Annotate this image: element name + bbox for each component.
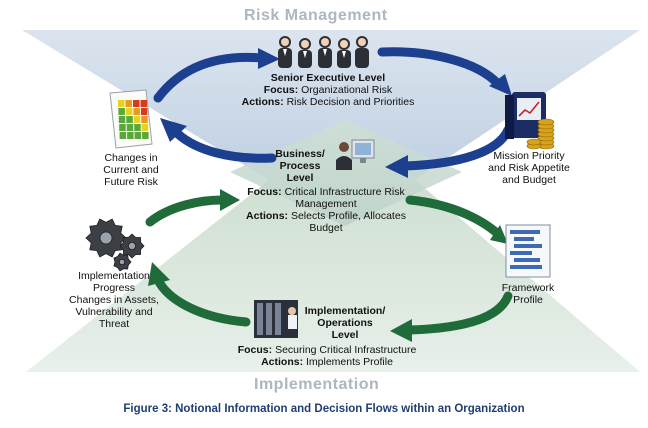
- senior-executive-block: Senior Executive Level Focus: Organizati…: [238, 72, 418, 108]
- heatmap-cell: [141, 116, 148, 123]
- heatmap-cell: [118, 108, 125, 115]
- business-process-details: Focus: Critical Infrastructure Risk Mana…: [226, 186, 426, 234]
- implementation-focus: Focus: Securing Critical Infrastructure: [237, 344, 417, 356]
- arrow-to-operations-head: [390, 319, 412, 342]
- arrow-to-framework: [405, 195, 503, 239]
- arrow-to-progress: [153, 275, 251, 327]
- heatmap-cell: [133, 108, 140, 115]
- heatmap-cell: [118, 100, 125, 107]
- senior-actions: Actions: Risk Decision and Priorities: [241, 96, 415, 108]
- arrow-to-business: [400, 125, 513, 171]
- implementation-operations-title: Implementation/ Operations Level: [304, 305, 386, 341]
- risk-heatmap-document-icon: [109, 89, 153, 149]
- heatmap-cell: [125, 108, 133, 115]
- arrow-to-changes-risk: [173, 129, 277, 163]
- arrow-to-framework-head: [490, 225, 508, 244]
- arrow-to-business-green-head: [220, 189, 240, 211]
- heatmap-cell: [118, 116, 126, 123]
- gear-shape: [119, 233, 145, 259]
- framework-profile-label: Framework Profile: [501, 282, 555, 306]
- heatmap-cell: [125, 100, 132, 107]
- arrow-to-business-head: [385, 155, 408, 178]
- financial-binder-coins-icon: [505, 92, 555, 150]
- heatmap-cell: [127, 132, 134, 139]
- heatmap-cell: [119, 132, 127, 139]
- heatmap-cell: [119, 124, 126, 131]
- business-process-title: Business/ Process Level: [275, 148, 325, 184]
- senior-focus: Focus: Organizational Risk: [263, 84, 393, 96]
- heatmap-cell: [141, 124, 149, 131]
- gear-shape: [85, 218, 127, 258]
- business-person-computer-icon: [336, 139, 375, 170]
- arrow-to-mission-head: [489, 74, 512, 96]
- arrow-to-mission: [377, 47, 503, 89]
- heatmap-cell: [134, 124, 141, 131]
- heatmap-cell: [126, 116, 133, 123]
- heatmap-cell: [140, 100, 147, 107]
- heatmap-cell: [126, 124, 134, 131]
- business-process-diamond: [230, 120, 462, 226]
- server-room-technician-icon: [254, 300, 298, 338]
- changes-in-risk-label: Changes in Current and Future Risk: [103, 152, 159, 188]
- heatmap-cell: [134, 132, 142, 139]
- heatmap-cell: [140, 108, 148, 115]
- implementation-title: Implementation: [254, 376, 380, 393]
- implementation-progress-label: Implementation Progress Changes in Asset…: [69, 270, 159, 330]
- arrow-to-senior: [153, 52, 267, 103]
- arrow-to-operations: [405, 291, 513, 335]
- risk-management-title: Risk Management: [244, 7, 388, 24]
- gears-icon: [85, 218, 145, 272]
- heatmap-cell: [133, 100, 140, 107]
- arrow-to-changes-risk-head: [160, 118, 187, 142]
- implementation-details: Focus: Securing Critical Infrastructure …: [222, 344, 432, 368]
- heatmap-cell: [142, 132, 149, 139]
- business-focus: Focus: Critical Infrastructure Risk: [247, 186, 405, 198]
- figure-caption: Figure 3: Notional Information and Decis…: [123, 403, 525, 415]
- arrow-to-progress-head: [148, 262, 170, 286]
- implementation-band: [26, 120, 640, 372]
- executives-group-icon: [278, 36, 369, 68]
- mission-priority-label: Mission Priority and Risk Appetite and B…: [488, 150, 570, 186]
- heatmap-cell: [133, 116, 141, 123]
- framework-profile-document-icon: [505, 224, 551, 278]
- arrow-to-business-green: [145, 195, 227, 227]
- implementation-actions: Actions: Implements Profile: [261, 356, 393, 368]
- senior-title: Senior Executive Level: [270, 72, 386, 84]
- gear-shape: [113, 252, 132, 272]
- arrow-to-senior-head: [258, 48, 280, 69]
- business-actions: Actions: Selects Profile, Allocates: [246, 210, 406, 222]
